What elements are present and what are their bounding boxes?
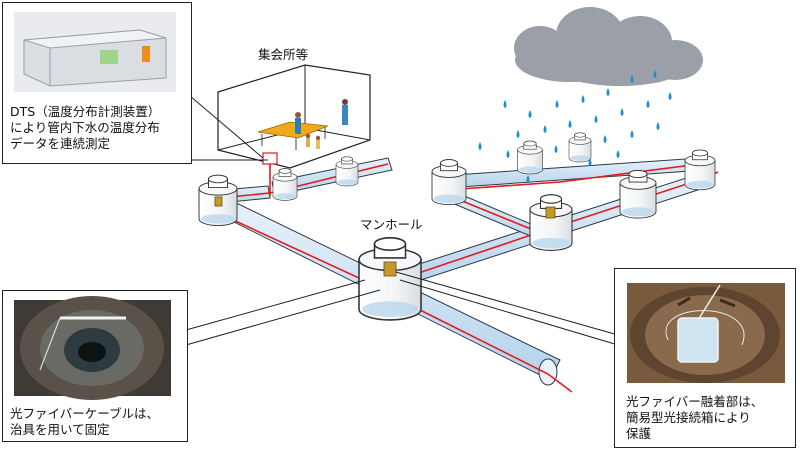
manhole-rear-2 bbox=[517, 140, 543, 175]
manhole-right-3 bbox=[684, 149, 716, 191]
dts-device bbox=[262, 152, 278, 165]
callout-cable-text: 光ファイバーケーブルは、 治具を用いて固定 bbox=[10, 406, 160, 437]
table bbox=[257, 121, 329, 139]
leader-lines bbox=[185, 95, 619, 346]
raindrops bbox=[478, 70, 672, 183]
building-label: 集会所等 bbox=[258, 47, 309, 62]
manhole-label: マンホール bbox=[360, 217, 423, 232]
manhole-rear-1 bbox=[431, 159, 467, 206]
manhole-small-1 bbox=[335, 156, 359, 187]
community-hall bbox=[217, 64, 371, 169]
pipe-rear-branch bbox=[439, 157, 706, 189]
manhole-rear-3 bbox=[568, 132, 592, 163]
rain-cloud bbox=[514, 7, 703, 86]
manhole-center bbox=[358, 237, 422, 321]
callout-dts-text: DTS（温度分布計測装置） により管内下水の温度分布 データを連続測定 bbox=[10, 104, 161, 151]
people bbox=[295, 99, 348, 149]
pipe-main-end bbox=[538, 358, 558, 386]
manhole-building bbox=[272, 168, 298, 201]
splice-boxes bbox=[214, 196, 556, 277]
manhole-right-1 bbox=[529, 194, 573, 251]
callout-splice-text: 光ファイバー融着部は、 簡易型光接続箱により 保護 bbox=[626, 394, 764, 441]
manhole-right-2 bbox=[619, 169, 657, 219]
